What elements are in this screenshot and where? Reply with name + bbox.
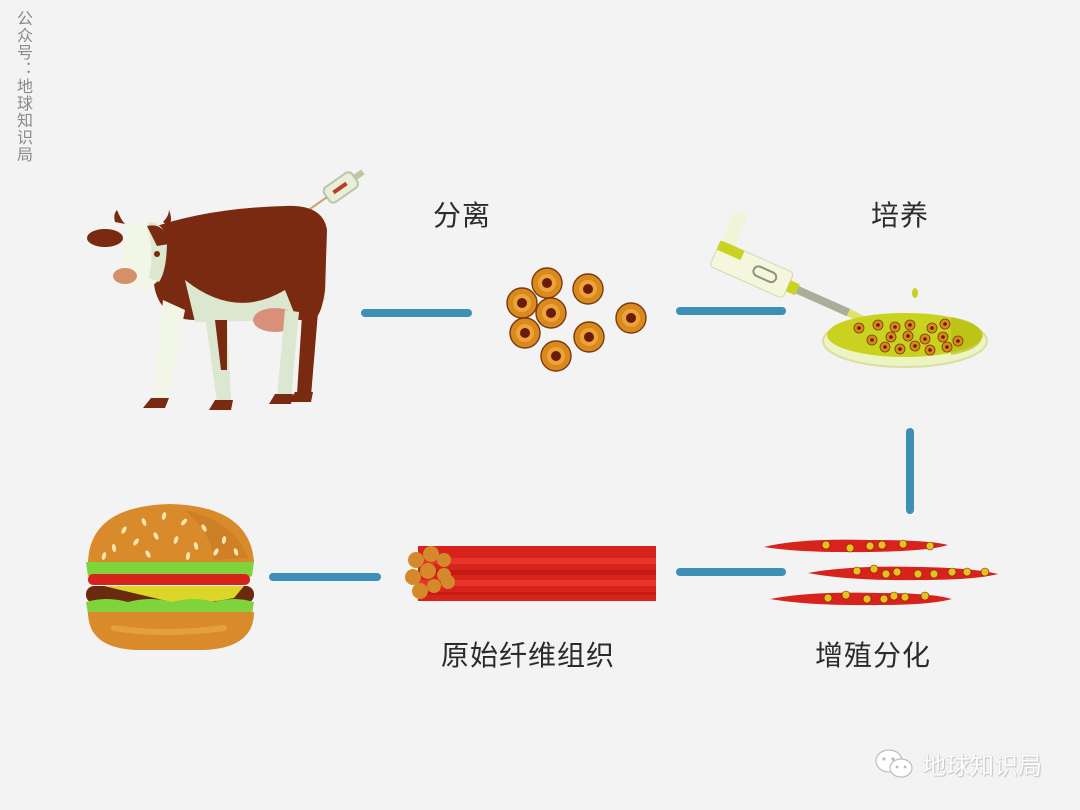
fiber-tissue-illustration [405, 546, 656, 601]
muscle-cells-illustration [764, 539, 998, 606]
connector-line [906, 428, 914, 514]
watermark: 地球知识局 [874, 746, 1042, 781]
account-label: 公众号：地球知识局 [14, 10, 33, 163]
connector-line [676, 568, 786, 576]
burger-illustration [86, 504, 254, 650]
pipette-icon [710, 213, 877, 327]
watermark-text: 地球知识局 [922, 752, 1042, 780]
wechat-icon [875, 748, 913, 778]
separated-cells-illustration [506, 267, 647, 372]
connector-line [361, 309, 472, 317]
connector-line [676, 307, 786, 315]
step-label-separate: 分离 [433, 199, 492, 232]
step-label-proliferate: 增殖分化 [815, 639, 932, 672]
culture-dish-illustration [710, 213, 988, 368]
connector-line [269, 573, 381, 581]
cow-illustration [87, 169, 365, 410]
step-label-fiber: 原始纤维组织 [441, 639, 616, 672]
step-label-culture: 培养 [871, 199, 930, 232]
